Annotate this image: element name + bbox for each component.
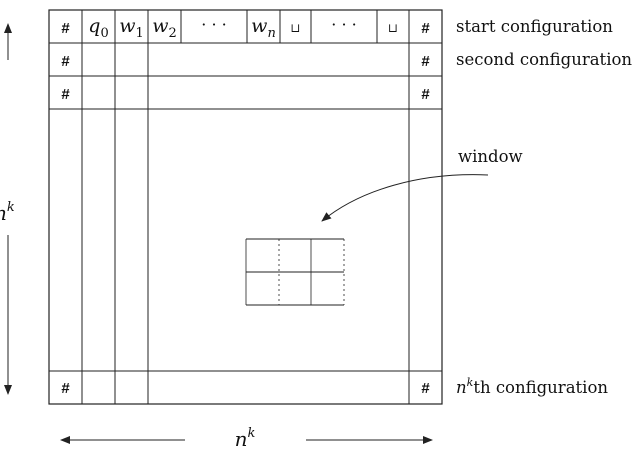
hash-cell: # — [421, 53, 430, 70]
hash-cell: # — [61, 20, 70, 37]
dots-cell: · · · — [331, 15, 356, 34]
window-grid — [245, 238, 345, 306]
dots-cell: · · · — [201, 15, 226, 34]
window-label: window — [458, 147, 523, 166]
hash-cell: # — [421, 86, 430, 103]
blank-cell: ⊔ — [290, 21, 300, 35]
hash-cell: # — [421, 380, 430, 397]
hash-cell: # — [61, 380, 70, 397]
window-arrow — [321, 174, 489, 222]
bottom-dimension-label: nk — [235, 426, 256, 451]
hash-cell: # — [61, 53, 70, 70]
left-dimension-label: nk — [0, 200, 15, 225]
hash-cell: # — [421, 20, 430, 37]
second-configuration-label: second configuration — [456, 50, 632, 69]
wn-cell: wn — [251, 15, 276, 41]
hash-cell: # — [61, 86, 70, 103]
q0-cell: q0 — [88, 15, 108, 41]
nth-configuration-label: nkth configuration — [456, 376, 608, 397]
w2-cell: w2 — [152, 15, 177, 41]
start-configuration-label: start configuration — [456, 17, 613, 36]
blank-cell: ⊔ — [388, 21, 398, 35]
tableau-frame — [48, 9, 443, 405]
w1-cell: w1 — [119, 15, 144, 41]
